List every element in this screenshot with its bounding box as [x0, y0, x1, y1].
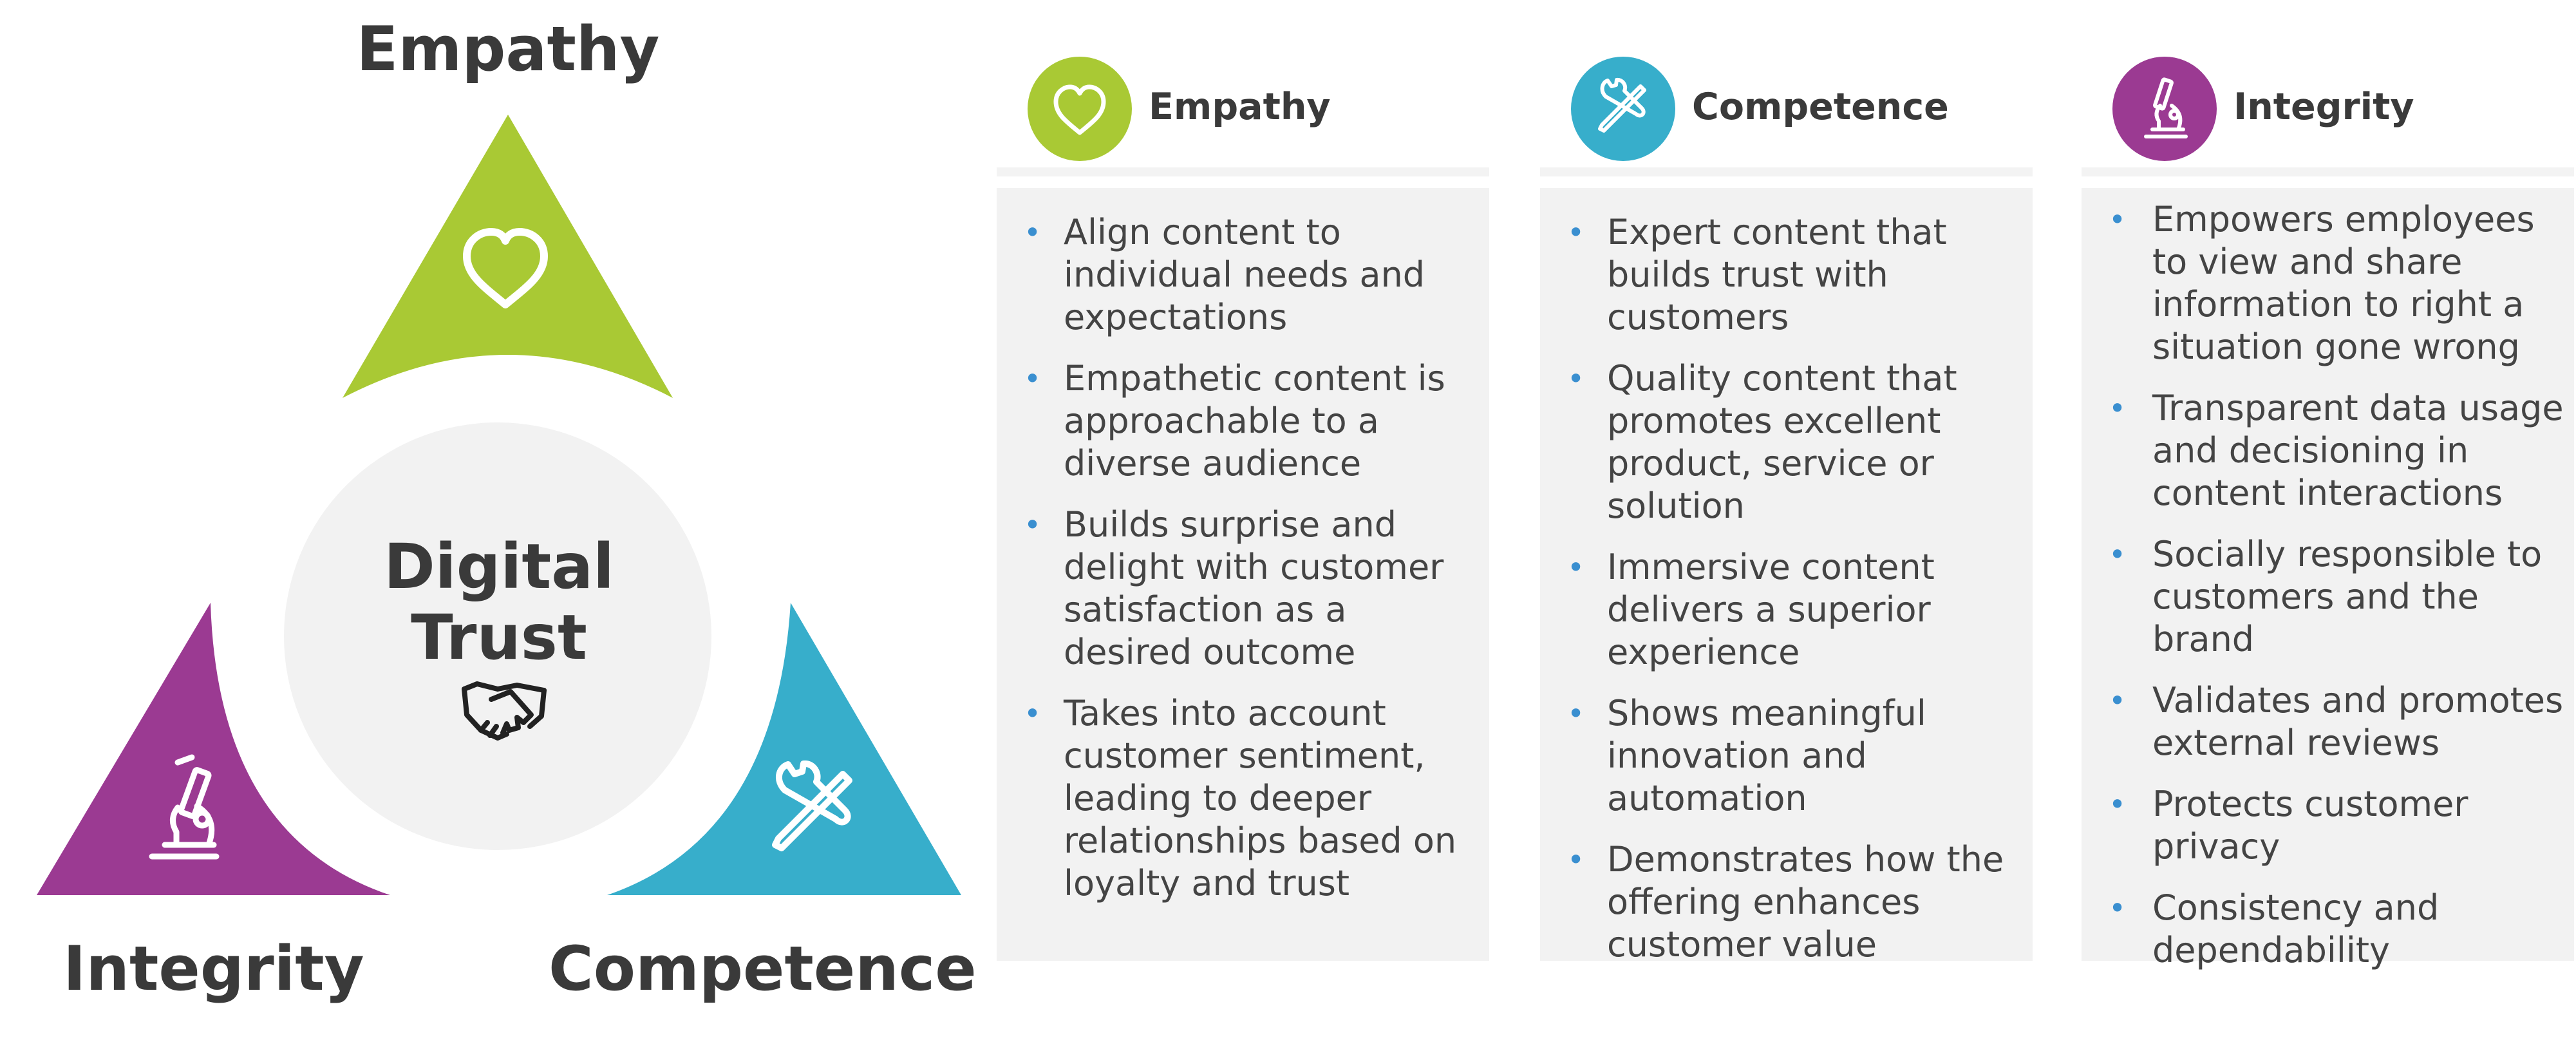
bullet-icon: •: [2109, 787, 2127, 822]
list-item: • Immersive content delivers a superior e…: [1540, 546, 2033, 674]
list-item: • Takes into account customer sentiment, …: [997, 692, 1489, 905]
center-circle: [284, 422, 711, 850]
list-item: • Protects customer privacy: [2082, 783, 2574, 868]
list-item: • Validates and promotes external reviews: [2082, 679, 2574, 764]
list-item: • Align content to individual needs and e…: [997, 211, 1489, 339]
panel-divider: [2082, 167, 2574, 176]
panel-body: • Expert content that builds trust with c…: [1540, 188, 2033, 965]
panel-integrity: Integrity • Empowers employees to view an…: [2082, 57, 2574, 970]
panel-icon-circle: [1028, 57, 1132, 161]
bullet-icon: •: [2109, 391, 2127, 426]
list-item: • Empathetic content is approachable to a…: [997, 357, 1489, 485]
list-item-text: Expert content that builds trust with cu…: [1607, 212, 1947, 337]
list-item-text: Transparent data usage and decisioning i…: [2152, 388, 2564, 513]
list-item-text: Builds surprise and delight with custome…: [1064, 504, 1444, 672]
bullet-icon: •: [2109, 683, 2127, 718]
panel-icon-circle: [1571, 57, 1675, 161]
panel-competence: Competence • Expert content that builds t…: [1540, 57, 2033, 965]
bullet-icon: •: [1567, 842, 1585, 877]
list-item: • Empowers employees to view and share in…: [2082, 198, 2574, 368]
bullet-icon: •: [1024, 361, 1042, 396]
list-item-text: Shows meaningful innovation and automati…: [1607, 693, 1926, 818]
list-item: • Shows meaningful innovation and automat…: [1540, 692, 2033, 820]
panel-title: Competence: [1692, 86, 1949, 128]
panel-divider: [1540, 167, 2033, 176]
panel-header: Empathy: [997, 57, 1489, 167]
list-item-text: Validates and promotes external reviews: [2152, 680, 2564, 763]
bullet-list: • Align content to individual needs and e…: [997, 211, 1489, 905]
integrity-triangle: [37, 603, 390, 895]
panel-header: Integrity: [2082, 57, 2574, 167]
bullet-icon: •: [1024, 696, 1042, 731]
center-title: Digital Trust: [283, 531, 715, 673]
list-item: • Quality content that promotes excellent…: [1540, 357, 2033, 527]
heart-icon: [1053, 84, 1106, 135]
panel-title: Integrity: [2233, 86, 2414, 128]
microscope-icon: [2144, 77, 2188, 138]
center-title-line1: Digital: [384, 531, 614, 603]
panel-body: • Align content to individual needs and e…: [997, 188, 1489, 961]
bullet-icon: •: [1567, 361, 1585, 396]
list-item: • Socially responsible to customers and t…: [2082, 533, 2574, 661]
panel-icon-circle: [2112, 57, 2217, 161]
list-item-text: Quality content that promotes excellent …: [1607, 358, 1957, 526]
bullet-list: • Expert content that builds trust with c…: [1540, 211, 2033, 966]
list-item: • Expert content that builds trust with c…: [1540, 211, 2033, 339]
list-item-text: Takes into account customer sentiment, l…: [1064, 693, 1457, 903]
handshake-icon: [462, 681, 547, 741]
diagram-label-integrity: Integrity: [63, 934, 364, 1005]
list-item-text: Protects customer privacy: [2152, 784, 2468, 867]
bullet-icon: •: [1024, 507, 1042, 542]
center-title-line2: Trust: [411, 601, 587, 674]
list-item-text: Demonstrates how the offering enhances c…: [1607, 839, 2004, 965]
bullet-list: • Empowers employees to view and share in…: [2082, 198, 2574, 972]
list-item-text: Consistency and dependability: [2152, 887, 2440, 970]
list-item-text: Align content to individual needs and ex…: [1064, 212, 1425, 337]
list-item: • Demonstrates how the offering enhances …: [1540, 838, 2033, 966]
panel-body: • Empowers employees to view and share in…: [2082, 188, 2574, 970]
panel-title: Empathy: [1149, 86, 1331, 128]
panel-divider: [997, 167, 1489, 176]
competence-triangle: [607, 603, 961, 895]
diagram-label-competence: Competence: [549, 934, 977, 1005]
list-item-text: Empowers employees to view and share inf…: [2152, 199, 2535, 367]
empathy-triangle: [343, 115, 673, 398]
list-item-text: Immersive content delivers a superior ex…: [1607, 547, 1935, 672]
tools-icon: [772, 760, 852, 851]
bullet-icon: •: [1567, 215, 1585, 250]
bullet-icon: •: [1567, 550, 1585, 585]
bullet-icon: •: [2109, 891, 2127, 925]
list-item-text: Empathetic content is approachable to a …: [1064, 358, 1445, 484]
panel-empathy: Empathy • Align content to individual nee…: [997, 57, 1489, 961]
bullet-icon: •: [2109, 202, 2127, 237]
digital-trust-diagram: Empathy Integrity Competence Digital Tru…: [0, 0, 979, 1040]
microscope-icon: [149, 754, 220, 860]
list-item: • Transparent data usage and decisioning …: [2082, 387, 2574, 515]
diagram-label-empathy: Empathy: [356, 14, 660, 85]
list-item: • Builds surprise and delight with custom…: [997, 504, 1489, 674]
list-item: • Consistency and dependability: [2082, 887, 2574, 972]
panel-header: Competence: [1540, 57, 2033, 167]
tools-icon: [1598, 77, 1646, 133]
diagram-shapes: [37, 115, 961, 895]
bullet-icon: •: [1567, 696, 1585, 731]
bullet-icon: •: [2109, 537, 2127, 572]
heart-icon: [463, 228, 548, 308]
bullet-icon: •: [1024, 215, 1042, 250]
list-item-text: Socially responsible to customers and th…: [2152, 534, 2543, 659]
